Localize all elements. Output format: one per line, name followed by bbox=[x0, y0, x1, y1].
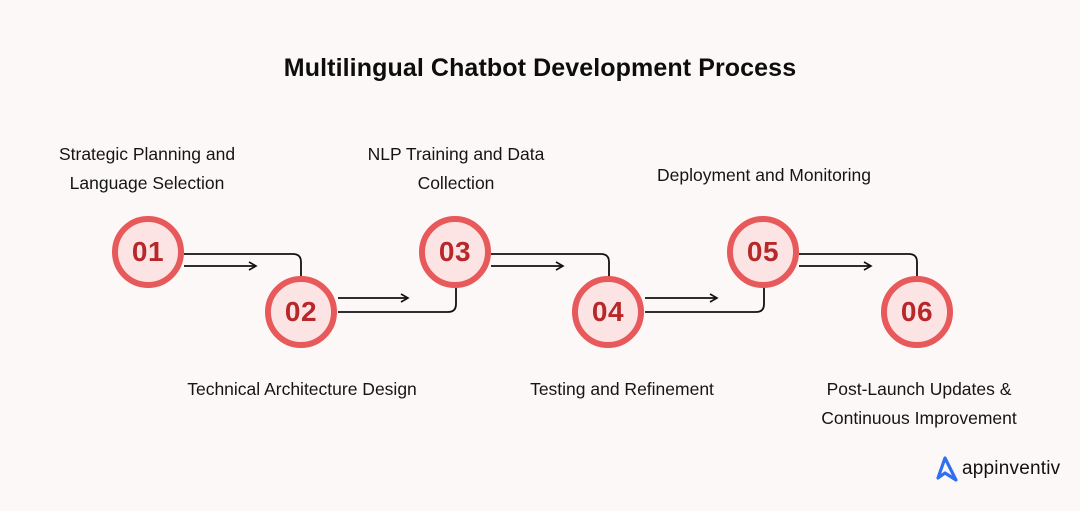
step-number-02: 02 bbox=[284, 296, 318, 327]
step-01-label-line1: Strategic Planning and bbox=[58, 144, 236, 164]
step-circle-01: 01 bbox=[112, 216, 184, 288]
step-circle-06: 06 bbox=[881, 276, 953, 348]
step-label-05: Deployment and Monitoring bbox=[614, 161, 914, 190]
logo-text: appinventiv bbox=[962, 458, 1061, 479]
step-circle-04: 04 bbox=[572, 276, 644, 348]
connector-01-02 bbox=[184, 253, 302, 278]
step-label-03: NLP Training and Data Collection bbox=[336, 140, 576, 198]
step-number-01: 01 bbox=[131, 236, 165, 267]
step-circle-02: 02 bbox=[265, 276, 337, 348]
step-05-label-line1: Deployment and Monitoring bbox=[656, 165, 871, 185]
step-label-02: Technical Architecture Design bbox=[152, 375, 452, 404]
step-01-label-line2: Language Selection bbox=[69, 173, 225, 193]
connector-02-03 bbox=[338, 288, 457, 313]
step-number-04: 04 bbox=[591, 296, 625, 327]
step-03-label-line1: NLP Training and Data bbox=[367, 144, 545, 164]
step-number-03: 03 bbox=[438, 236, 472, 267]
step-number-05: 05 bbox=[746, 236, 780, 267]
step-label-04: Testing and Refinement bbox=[492, 375, 752, 404]
step-circle-03: 03 bbox=[419, 216, 491, 288]
appinventiv-a-logo-icon bbox=[936, 456, 958, 482]
step-03-label-line2: Collection bbox=[417, 173, 495, 193]
step-06-label-line2: Continuous Improvement bbox=[821, 408, 1017, 428]
diagram-title: Multilingual Chatbot Development Process bbox=[283, 54, 797, 82]
appinventiv-logo: appinventiv bbox=[932, 456, 1060, 482]
connector-04-05 bbox=[645, 288, 765, 313]
step-06-label-line1: Post-Launch Updates & bbox=[826, 379, 1012, 399]
step-label-01: Strategic Planning and Language Selectio… bbox=[27, 140, 267, 198]
step-circle-05: 05 bbox=[727, 216, 799, 288]
connector-05-06 bbox=[799, 253, 918, 278]
step-label-06: Post-Launch Updates & Continuous Improve… bbox=[784, 375, 1054, 433]
step-number-06: 06 bbox=[900, 296, 934, 327]
step-04-label-line1: Testing and Refinement bbox=[530, 379, 714, 399]
connector-03-04 bbox=[491, 253, 610, 278]
step-02-label-line1: Technical Architecture Design bbox=[187, 379, 417, 399]
